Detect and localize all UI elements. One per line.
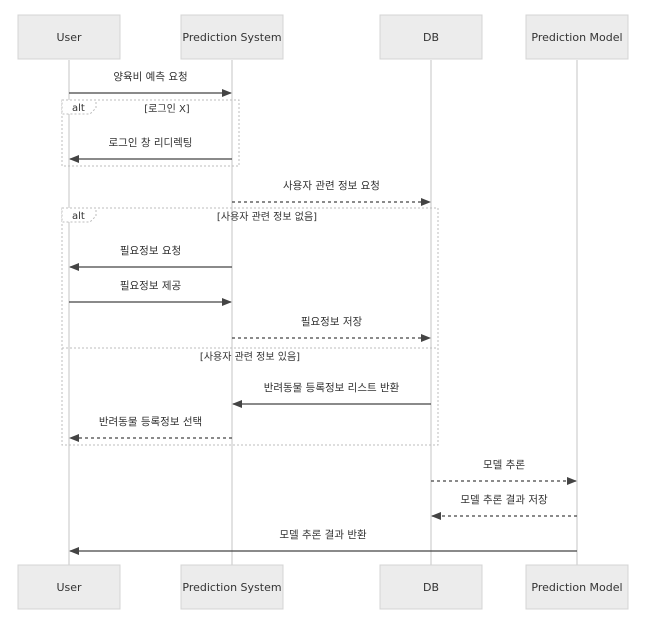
- message: 반려동물 등록정보 선택: [69, 416, 232, 442]
- fragment-tag: alt: [72, 211, 85, 222]
- message: 필요정보 요청: [69, 245, 232, 271]
- message: 필요정보 저장: [232, 316, 431, 342]
- actor-label: User: [56, 31, 82, 44]
- message-label: 양육비 예측 요청: [113, 70, 187, 83]
- message-label: 필요정보 제공: [120, 280, 182, 292]
- message-label: 사용자 관련 정보 요청: [283, 180, 380, 192]
- message: 모델 추론: [431, 459, 577, 485]
- alt-fragment-login: alt [로그인 X]: [61, 99, 240, 167]
- actor-prediction-system-bottom: Prediction System: [180, 564, 284, 610]
- lifelines: [68, 60, 578, 566]
- message: 모델 추론 결과 반환: [69, 529, 577, 555]
- message-label: 필요정보 요청: [120, 245, 181, 257]
- message: 양육비 예측 요청: [69, 70, 232, 97]
- message: 필요정보 제공: [69, 280, 232, 306]
- actor-db-top: DB: [379, 14, 483, 60]
- actor-label: Prediction Model: [531, 31, 622, 44]
- actor-prediction-model-top: Prediction Model: [525, 14, 629, 60]
- fragment-tag: alt: [72, 103, 85, 114]
- actor-user-top: User: [17, 14, 121, 60]
- actor-label: DB: [423, 31, 439, 44]
- actor-label: DB: [423, 581, 439, 594]
- fragment-condition: [로그인 X]: [144, 103, 190, 115]
- fragment-condition: [사용자 관련 정보 없음]: [217, 210, 317, 223]
- message: 로그인 창 리디렉팅: [69, 137, 232, 163]
- message-label: 모델 추론: [483, 459, 525, 471]
- message-label: 필요정보 저장: [301, 316, 363, 328]
- actor-label: User: [56, 581, 82, 594]
- actor-label: Prediction System: [182, 31, 281, 44]
- message: 모델 추론 결과 저장: [431, 494, 577, 520]
- message-label: 반려동물 등록정보 선택: [99, 416, 202, 428]
- message-label: 로그인 창 리디렉팅: [109, 137, 193, 149]
- actor-prediction-system-top: Prediction System: [180, 14, 284, 60]
- actors-bottom: User Prediction System DB Prediction Mod…: [17, 564, 629, 610]
- message: 사용자 관련 정보 요청: [232, 180, 431, 206]
- actor-prediction-model-bottom: Prediction Model: [525, 564, 629, 610]
- actor-label: Prediction Model: [531, 581, 622, 594]
- actor-db-bottom: DB: [379, 564, 483, 610]
- actors-top: User Prediction System DB Prediction Mod…: [17, 14, 629, 60]
- message-label: 모델 추론 결과 저장: [460, 494, 548, 506]
- fragment-else-condition: [사용자 관련 정보 있음]: [200, 351, 300, 363]
- actor-label: Prediction System: [182, 581, 281, 594]
- message: 반려동물 등록정보 리스트 반환: [232, 382, 431, 408]
- message-label: 모델 추론 결과 반환: [279, 529, 367, 541]
- message-label: 반려동물 등록정보 리스트 반환: [264, 382, 400, 394]
- alt-fragment-user-info: alt [사용자 관련 정보 없음] [사용자 관련 정보 있음]: [61, 207, 439, 446]
- actor-user-bottom: User: [17, 564, 121, 610]
